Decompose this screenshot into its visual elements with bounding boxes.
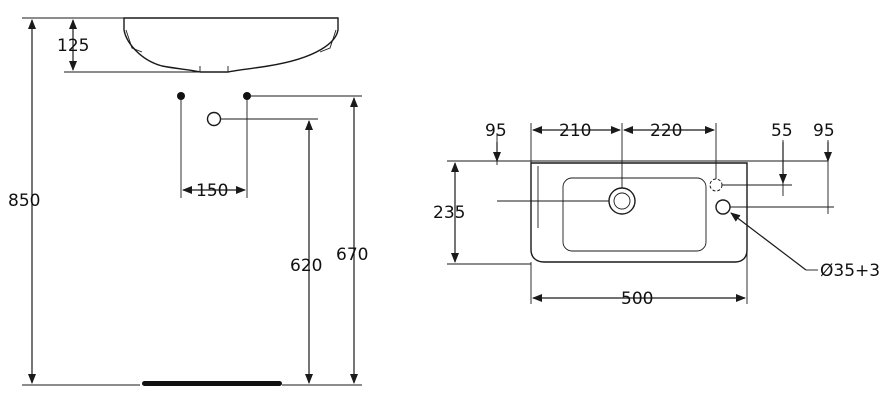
basin-right-lug (319, 29, 337, 53)
basin-waste-outlet (199, 66, 229, 73)
basin-bowl-recess (562, 177, 707, 252)
right-margin-label: 95 (813, 121, 835, 141)
tap-hole-icon (715, 199, 731, 215)
fixing-point-right-icon (243, 92, 251, 100)
tap-waste-label: 220 (650, 121, 682, 141)
waste-outlet-icon (206, 111, 222, 127)
left-margin-label: 95 (485, 121, 507, 141)
plan-view: 210 220 95 55 95 235 500 Ø35+3 (433, 121, 880, 309)
hole-spacing-label: 150 (196, 181, 228, 201)
hole-diameter-label: Ø35+3 (820, 261, 880, 281)
fixing-height-label: 670 (336, 245, 368, 265)
width-label: 500 (621, 289, 653, 309)
basin-silhouette (123, 17, 339, 73)
total-height-label: 850 (8, 191, 40, 211)
waste-height-label: 620 (290, 256, 322, 276)
floor-line (142, 381, 282, 386)
overflow-hole-icon (709, 178, 723, 192)
plan-waste-hole-icon (608, 187, 636, 215)
fixing-point-left-icon (177, 92, 185, 100)
hole-diameter-leader (730, 212, 807, 271)
tap-offset-label: 210 (559, 121, 591, 141)
overflow-offset-label: 55 (771, 121, 793, 141)
basin-left-lug (125, 29, 143, 53)
side-view: 850 125 150 620 670 (8, 17, 368, 386)
depth-label: 235 (433, 203, 465, 223)
basin-depth-label: 125 (57, 36, 89, 56)
